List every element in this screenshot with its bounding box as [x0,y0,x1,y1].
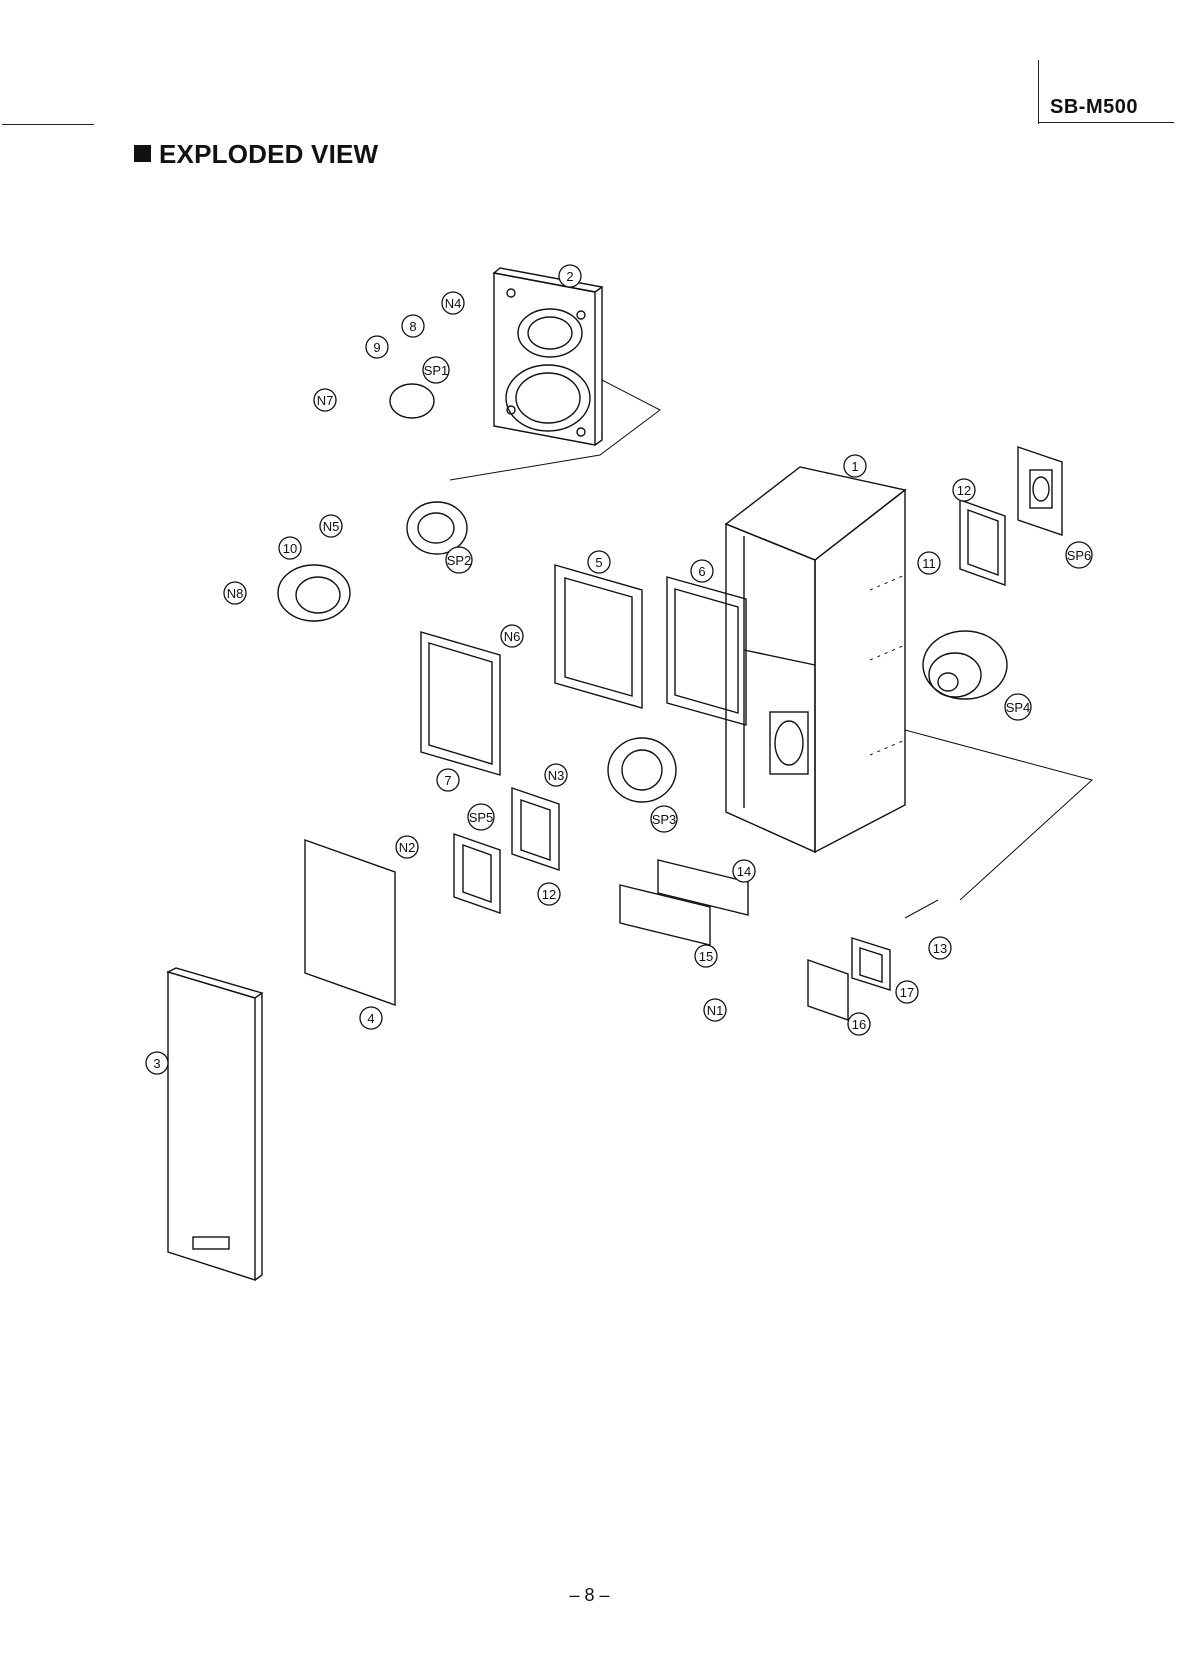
svg-text:N4: N4 [445,296,462,311]
svg-text:4: 4 [367,1011,374,1026]
callout-labels: 1 2 3 4 5 6 7 10 11 12 12 13 14 15 16 17… [146,265,1092,1074]
label-sp3: SP3 [651,806,677,832]
cabinet [726,467,905,852]
svg-text:14: 14 [737,864,751,879]
svg-text:N3: N3 [548,768,565,783]
svg-text:SP4: SP4 [1006,700,1031,715]
label-sp1: SP1 [423,357,449,383]
label-sp5: SP5 [468,804,494,830]
label-sp4: SP4 [1005,694,1031,720]
svg-text:SP2: SP2 [447,553,472,568]
svg-text:5: 5 [595,555,602,570]
svg-text:N2: N2 [399,840,416,855]
label-2: 2 [559,265,581,287]
label-n1: N1 [704,999,726,1021]
svg-text:15: 15 [699,949,713,964]
svg-text:9: 9 [373,340,380,355]
svg-text:2: 2 [566,269,573,284]
label-sp2: SP2 [446,547,472,573]
right-tweeter-plate [960,447,1062,585]
svg-text:3: 3 [153,1056,160,1071]
svg-text:16: 16 [852,1017,866,1032]
label-n2: N2 [396,836,418,858]
label-12: 12 [953,479,975,501]
svg-text:17: 17 [900,985,914,1000]
svg-text:N8: N8 [227,586,244,601]
svg-text:SP1: SP1 [424,363,449,378]
svg-text:13: 13 [933,941,947,956]
label-n7: N7 [314,389,336,411]
label-13: 13 [929,937,951,959]
svg-text:8: 8 [409,319,416,334]
label-8: 8 [402,315,424,337]
svg-text:SP6: SP6 [1067,548,1092,563]
label-7: 7 [437,769,459,791]
rear-plate [421,632,500,775]
label-11: 11 [918,552,940,574]
svg-text:N6: N6 [504,629,521,644]
woofer-sp4 [923,631,1007,699]
label-17: 17 [896,981,918,1003]
label-10: 10 [279,537,301,559]
label-14: 14 [733,860,755,882]
label-n3: N3 [545,764,567,786]
svg-text:6: 6 [698,564,705,579]
top-baffle [494,268,602,445]
label-12b: 12 [538,883,560,905]
label-n4: N4 [442,292,464,314]
svg-text:12: 12 [542,887,556,902]
label-6: 6 [691,560,713,582]
svg-text:7: 7 [444,773,451,788]
grilles [168,840,395,1280]
label-3: 3 [146,1052,168,1074]
label-15: 15 [695,945,717,967]
terminal-box [555,565,746,725]
label-1: 1 [844,455,866,477]
label-n8: N8 [224,582,246,604]
svg-text:SP5: SP5 [469,810,494,825]
svg-text:N1: N1 [707,1003,724,1018]
label-sp6: SP6 [1066,542,1092,568]
page-number: – 8 – [0,1585,1179,1606]
label-5: 5 [588,551,610,573]
label-n5: N5 [320,515,342,537]
svg-text:N7: N7 [317,393,334,408]
svg-text:11: 11 [922,556,936,571]
label-9: 9 [366,336,388,358]
leader-lines [450,380,1092,918]
label-n6: N6 [501,625,523,647]
label-4: 4 [360,1007,382,1029]
svg-text:12: 12 [957,483,971,498]
network-board [620,860,748,945]
svg-text:1: 1 [851,459,858,474]
label-16: 16 [848,1013,870,1035]
svg-text:N5: N5 [323,519,340,534]
port-assembly [808,938,890,1020]
svg-text:10: 10 [283,541,297,556]
svg-text:SP3: SP3 [652,812,677,827]
